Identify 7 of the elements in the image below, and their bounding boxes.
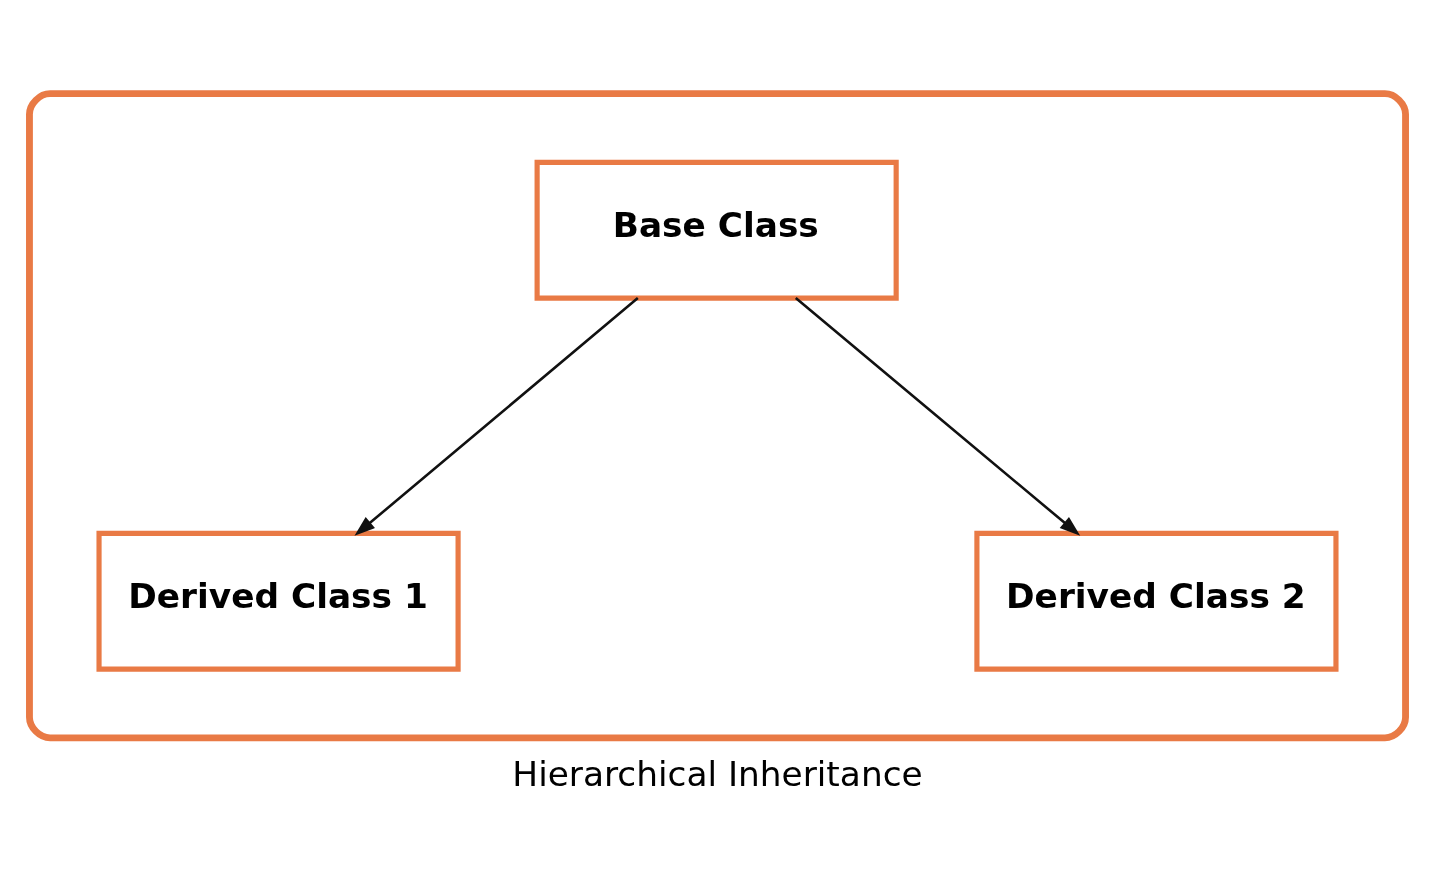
cluster <box>26 89 1409 741</box>
node-box: Derived Class 2 <box>974 530 1339 672</box>
node-box: Derived Class 1 <box>96 530 461 672</box>
arrow <box>794 296 1081 536</box>
node-box: Base Class <box>534 159 899 301</box>
caption: Hierarchical Inheritance <box>512 753 923 794</box>
arrow <box>354 296 639 536</box>
